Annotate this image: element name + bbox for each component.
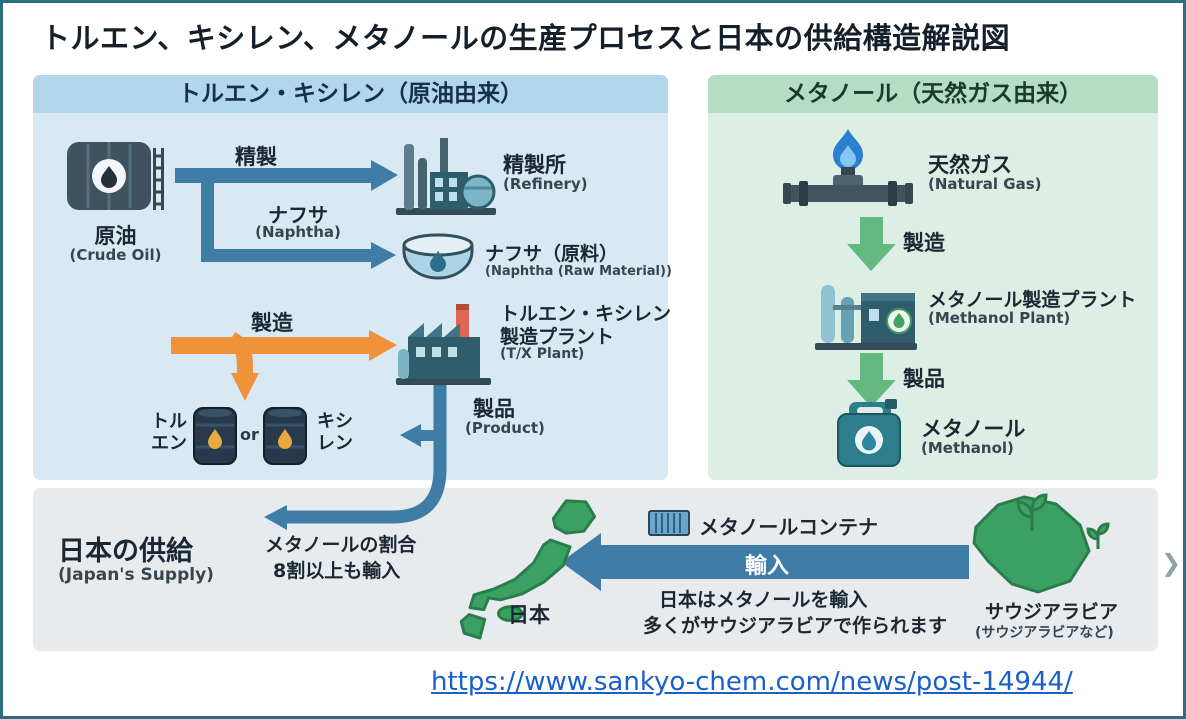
right-panel-header: メタノール（天然ガス由来） (708, 75, 1158, 113)
japan-label: 日本 (508, 603, 550, 627)
xylene-label: キシレン (317, 411, 353, 454)
refinery-label-en: (Refinery) (503, 175, 588, 193)
left-panel-header: トルエン・キシレン（原油由来） (33, 75, 668, 113)
methanol-plant-label-en: (Methanol Plant) (928, 309, 1071, 327)
japan-supply-title-en: (Japan's Supply) (58, 565, 214, 585)
import-caption-1: 日本はメタノールを輸入 (659, 589, 868, 611)
refine-label: 精製 (235, 145, 277, 169)
methanol-label: メタノール (921, 417, 1026, 441)
japan-map (438, 491, 608, 643)
refinery-icon (396, 128, 496, 216)
gas-product-label: 製品 (903, 367, 945, 391)
container-icon (648, 510, 690, 536)
saudi-label-en: (サウジアラビアなど) (975, 625, 1114, 641)
sprout-icon (1016, 493, 1048, 531)
tx-plant-label-en: (T/X Plant) (500, 346, 585, 362)
crude-oil-label-en: (Crude Oil) (69, 246, 162, 264)
chevron-right-icon[interactable]: ❯ (1161, 549, 1182, 577)
import-caption-2: 多くがサウジアラビアで作られます (643, 615, 948, 637)
import-share-note-2: 8割以上も輸入 (273, 560, 401, 582)
saudi-arabia-map (968, 489, 1118, 614)
natural-gas-label-en: (Natural Gas) (928, 175, 1042, 193)
naphtha-raw-label: ナフサ（原料） (485, 243, 619, 265)
xylene-barrel-icon (261, 405, 309, 467)
or-label: or (240, 425, 259, 444)
naphtha-bowl-icon (399, 229, 477, 291)
source-url-link[interactable]: https://www.sankyo-chem.com/news/post-14… (431, 667, 1073, 697)
japan-supply-title: 日本の供給 (58, 536, 193, 567)
natural-gas-label: 天然ガス (928, 153, 1012, 177)
natural-gas-pipe-icon (783, 125, 913, 217)
refinery-label: 精製所 (503, 153, 566, 177)
naphtha-label-en: (Naphtha) (255, 223, 341, 241)
product-label: 製品 (473, 397, 515, 421)
naphtha-raw-label-en: (Naphtha (Raw Material)) (485, 264, 672, 279)
tx-plant-label-1: トルエン・キシレン (500, 303, 672, 325)
methanol-plant-icon (811, 265, 921, 351)
methanol-plant-label: メタノール製造プラント (928, 289, 1137, 311)
crude-oil-label: 原油 (94, 224, 137, 248)
methanol-jerrycan-icon (833, 399, 905, 469)
manufacture-label: 製造 (251, 311, 293, 335)
toluene-barrel-icon (191, 405, 239, 467)
import-share-note-1: メタノールの割合 (265, 534, 417, 556)
saudi-label: サウジアラビア (985, 601, 1119, 623)
container-label: メタノールコンテナ (699, 515, 878, 539)
product-label-en: (Product) (465, 419, 545, 437)
gas-manufacture-label: 製造 (903, 231, 945, 255)
import-label: 輸入 (745, 554, 790, 579)
tx-plant-label-2: 製造プラント (500, 326, 615, 348)
crude-oil-tank-icon (63, 128, 168, 218)
naphtha-label: ナフサ (268, 203, 328, 227)
toluene-label: トルエン (151, 411, 187, 454)
sprout-icon-small (1086, 522, 1110, 549)
methanol-panel: メタノール（天然ガス由来） (708, 75, 1158, 480)
tx-plant-icon (396, 301, 491, 385)
methanol-label-en: (Methanol) (921, 439, 1014, 457)
page-title: トルエン、キシレン、メタノールの生産プロセスと日本の供給構造解説図 (41, 21, 1011, 55)
